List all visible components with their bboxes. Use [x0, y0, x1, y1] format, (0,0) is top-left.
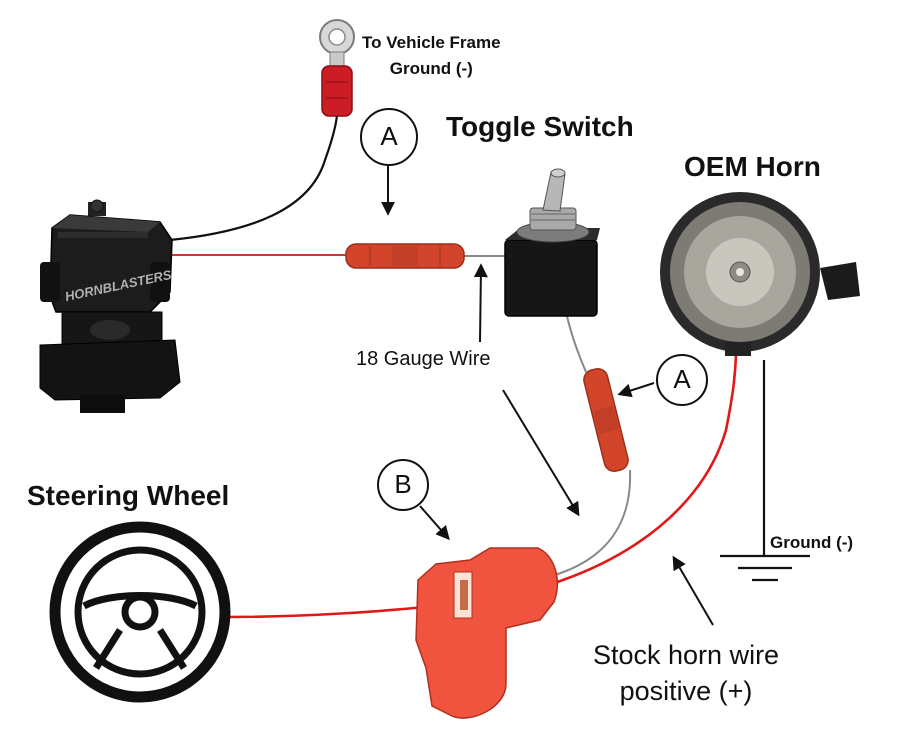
callout-a2-circle [656, 354, 708, 406]
ring-terminal-insulator [321, 65, 353, 117]
callout-b-label: B [394, 469, 412, 499]
frame-ground-wire [169, 114, 339, 242]
stock-horn-label-line1: Stock horn wire [593, 640, 780, 670]
arrow-to-tap-wire [502, 389, 580, 517]
frame-ground-label-line2: Ground (-) [389, 59, 473, 78]
callout-a1-label: A [380, 121, 398, 151]
callout-b-circle [377, 459, 429, 511]
stock-horn-label: Stock horn wire positive (+) [593, 637, 779, 709]
oem-horn-label: OEM Horn [684, 151, 821, 182]
switch-output-wire [566, 315, 587, 373]
ground-label: Ground (-) [770, 533, 854, 552]
stock-horn-wire [224, 354, 738, 619]
oem-horn-device [660, 192, 860, 356]
relay-module [39, 199, 181, 413]
arrow-to-horn-wire [672, 555, 714, 626]
gauge-wire-label: 18 Gauge Wire [356, 348, 491, 370]
ground-symbol [720, 554, 810, 582]
arrow-to-switch-wire [473, 263, 488, 343]
frame-ground-label: To Vehicle Frame Ground (-) [362, 30, 501, 82]
butt-connector-lower [583, 368, 629, 472]
stock-horn-label-line2: positive (+) [619, 676, 753, 706]
toggle-switch-label: Toggle Switch [446, 111, 634, 142]
wire-tap-connector [415, 547, 558, 719]
callout-a1-circle [360, 108, 418, 166]
steering-wheel-label: Steering Wheel [27, 480, 230, 511]
frame-ground-label-line1: To Vehicle Frame [362, 33, 501, 52]
ring-terminal [319, 19, 355, 117]
steering-wheel-icon [49, 521, 231, 703]
callout-a2-label: A [673, 364, 691, 394]
toggle-switch-device [504, 168, 600, 317]
arrow-to-lower-connector [617, 382, 655, 398]
arrow-to-wire-tap [419, 505, 450, 541]
butt-connector-upper [345, 243, 465, 269]
